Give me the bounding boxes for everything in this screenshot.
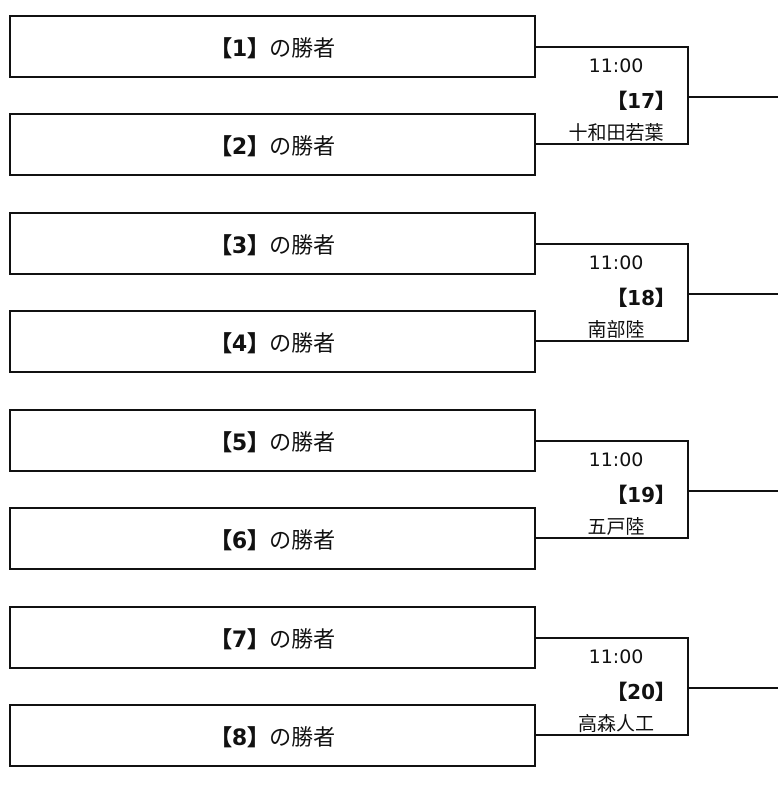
bracket-slot-6: 【6】 の勝者 [9,507,536,570]
bracket-slot-5: 【5】 の勝者 [9,409,536,472]
bracket-connector-19 [536,440,689,539]
slot-number: 【2】 [209,134,270,160]
match-time: 11:00 [588,55,644,77]
slot-label: の勝者 [269,627,336,653]
bracket-connector-17 [536,46,689,145]
match-time: 11:00 [588,646,644,668]
match-number: 【18】 [607,286,675,310]
bracket-slot-7: 【7】 の勝者 [9,606,536,669]
bracket-out-line-17 [689,96,778,98]
slot-number: 【5】 [209,430,270,456]
bracket-slot-4: 【4】 の勝者 [9,310,536,373]
match-time: 11:00 [588,449,644,471]
bracket-out-line-19 [689,490,778,492]
slot-label: の勝者 [269,233,336,259]
slot-label: の勝者 [269,134,336,160]
slot-label: の勝者 [269,430,336,456]
bracket-connector-20 [536,637,689,736]
match-number: 【19】 [607,483,675,507]
slot-number: 【1】 [209,36,270,62]
match-number: 【17】 [607,89,675,113]
bracket-slot-1: 【1】 の勝者 [9,15,536,78]
bracket-slot-8: 【8】 の勝者 [9,704,536,767]
bracket-out-line-18 [689,293,778,295]
bracket-connector-18 [536,243,689,342]
slot-number: 【8】 [209,725,270,751]
match-venue: 南部陸 [587,319,645,341]
slot-label: の勝者 [269,528,336,554]
bracket-out-line-20 [689,687,778,689]
slot-label: の勝者 [269,725,336,751]
match-time: 11:00 [588,252,644,274]
bracket-slot-3: 【3】 の勝者 [9,212,536,275]
slot-label: の勝者 [269,36,336,62]
slot-number: 【7】 [209,627,270,653]
match-venue: 高森人工 [577,713,654,735]
slot-number: 【3】 [209,233,270,259]
bracket-slot-2: 【2】 の勝者 [9,113,536,176]
match-number: 【20】 [607,680,675,704]
slot-number: 【6】 [209,528,270,554]
match-venue: 五戸陸 [587,516,645,538]
match-venue: 十和田若葉 [568,122,664,144]
slot-number: 【4】 [209,331,270,357]
slot-label: の勝者 [269,331,336,357]
